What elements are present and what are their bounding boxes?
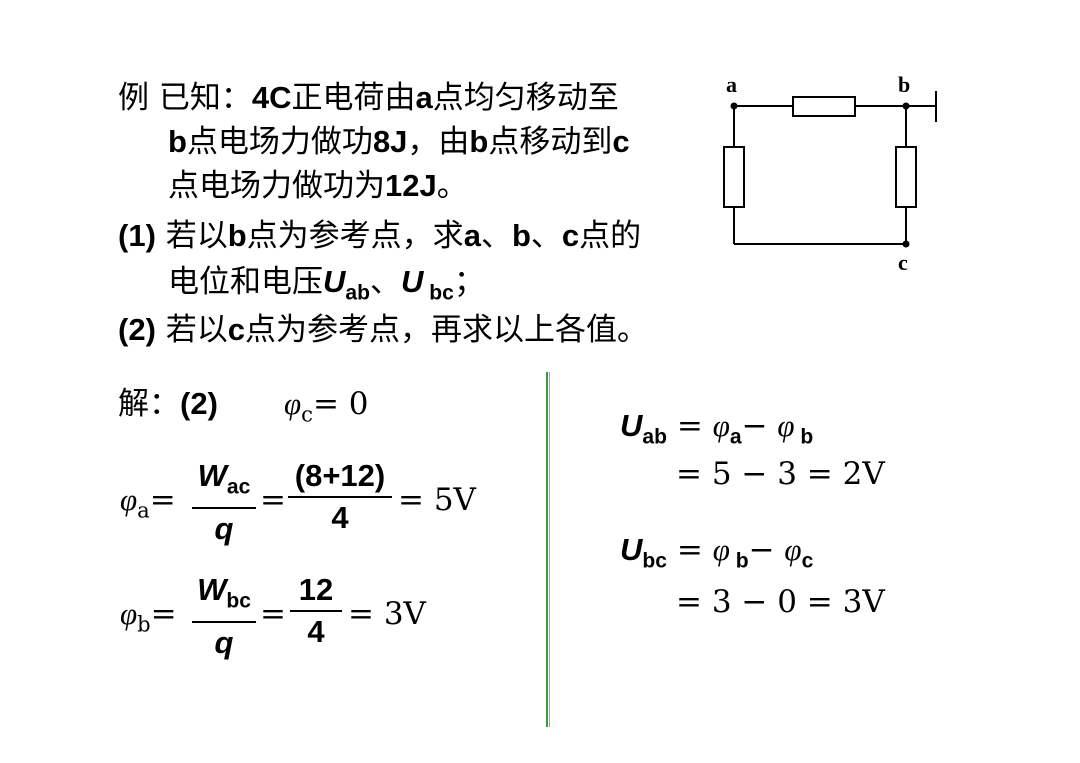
question-1-line-1: (1) 若以b点为参考点，求a、b、c点的 [118, 218, 642, 254]
fraction-wac-over-q: Wac q [192, 458, 256, 547]
phi-c-equation: φc= 0 [284, 386, 369, 427]
fraction-8plus12-over-4: (8+12) 4 [288, 458, 392, 536]
node-c [902, 240, 910, 248]
resistor-bc [895, 146, 917, 208]
uab-equation: Uab = φa− φ b [620, 408, 814, 449]
column-divider [546, 372, 548, 727]
problem-line-3: 点电场力做功为12J。 [168, 168, 468, 204]
fraction-12-over-4: 12 4 [290, 572, 342, 650]
fraction-wbc-over-q: Wbc q [192, 572, 256, 661]
circuit-label-b: b [898, 72, 911, 97]
question-2: (2) 若以c点为参考点，再求以上各值。 [118, 312, 648, 348]
solution-header: 解：(2) [118, 386, 218, 422]
circuit-label-c: c [898, 250, 908, 275]
equals-sign-a: = [260, 482, 286, 518]
phi-b-result: = 3V [348, 596, 426, 632]
resistor-ab [792, 96, 856, 117]
node-b [902, 102, 910, 110]
uab-result: = 5 − 3 = 2V [676, 456, 885, 492]
ubc-result: = 3 − 0 = 3V [676, 584, 885, 620]
phi-a-result: = 5V [398, 482, 476, 518]
node-a [730, 102, 738, 110]
resistor-left [723, 146, 745, 208]
phi-a-label: φa= [120, 482, 176, 523]
equals-sign-b: = [260, 596, 286, 632]
circuit-label-a: a [726, 72, 737, 97]
problem-line-2: b点电场力做功8J，由b点移动到c [168, 124, 630, 160]
phi-b-label: φb= [120, 596, 177, 637]
problem-line-1: 例 已知：4C正电荷由a点均匀移动至 [118, 80, 619, 116]
question-1-line-2: 电位和电压Uab、U bc； [168, 264, 485, 305]
column-divider-shadow [549, 372, 550, 727]
ubc-equation: Ubc = φ b− φc [620, 532, 814, 573]
